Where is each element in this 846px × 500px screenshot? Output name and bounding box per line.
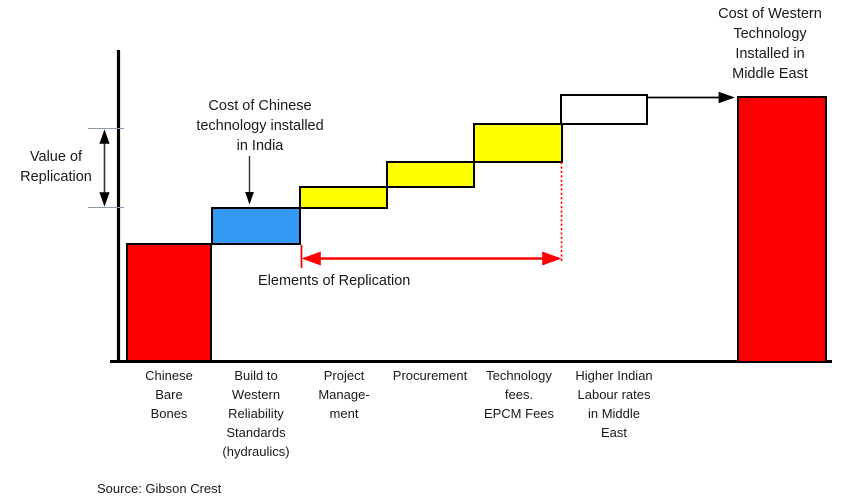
bar-procurement (386, 161, 475, 188)
source-note: Source: Gibson Crest (97, 481, 222, 496)
bar-cost-of-western-technology-total (737, 96, 827, 363)
annotation-elements-of-replication: Elements of Replication (258, 273, 411, 289)
bar-project-management (299, 186, 388, 209)
category-label-project-management: Project Manage- ment (318, 368, 370, 421)
bar-higher-indian-labour-rates (560, 94, 648, 125)
category-label-procurement: Procurement (392, 368, 468, 383)
category-label-technology-fees-epcm: Technology fees. EPCM Fees (483, 368, 555, 421)
category-label-build-to-western-reliability-standards: Build to Western Reliability Standards (… (222, 368, 290, 459)
bar-build-to-western-reliability-standards (211, 207, 301, 245)
bar-technology-fees-epcm (473, 123, 563, 163)
category-label-higher-indian-labour-rates: Higher Indian Labour rates in Middle Eas… (575, 368, 653, 440)
annotation-value-of-replication: Value of Replication (20, 149, 92, 185)
annotation-cost-of-western-technology: Cost of Western Technology Installed in … (718, 6, 822, 82)
bar-chinese-bare-bones (126, 243, 212, 362)
category-label-chinese-bare-bones: Chinese Bare Bones (145, 368, 193, 421)
annotation-cost-of-chinese-technology: Cost of Chinese technology installed in … (196, 98, 324, 154)
